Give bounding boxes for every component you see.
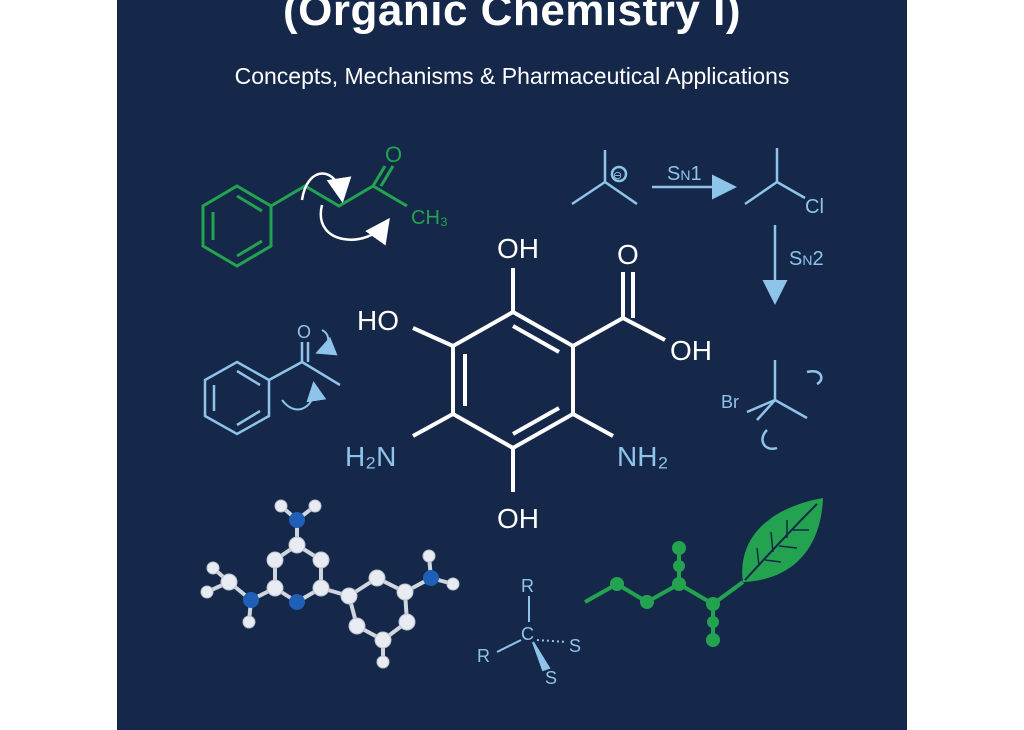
r-top-label: R <box>521 576 534 596</box>
sn1-s: S <box>667 163 680 185</box>
curved-arrow-bottom <box>319 204 390 246</box>
green-chain-structure <box>584 541 745 647</box>
h2n-left-label: H₂N <box>345 441 396 472</box>
sn1-n: N <box>680 167 690 183</box>
oh-acid-label: OH <box>670 335 712 366</box>
nh2-right-label: NH₂ <box>617 441 668 472</box>
leaf-icon <box>742 498 823 582</box>
acetophenone-structure <box>203 342 341 436</box>
r-left-label: R <box>477 646 490 666</box>
alkyl-bromide-structure <box>746 360 823 451</box>
c-center-label: C <box>521 624 534 644</box>
sn2-label: SN2 <box>789 248 824 270</box>
sn1-num: 1 <box>690 163 701 185</box>
book-cover: (Organic Chemistry I) Concepts, Mechanis… <box>117 0 907 730</box>
central-molecule <box>412 268 666 492</box>
bromide-label: Br <box>721 392 739 412</box>
acetophenone-oxygen: O <box>297 322 311 342</box>
carbanion-charge: ⊖ <box>613 170 622 182</box>
ketone-structure <box>201 165 408 268</box>
chemistry-illustration: O CH₃ ⊖ SN1 Cl SN2 <box>200 142 824 688</box>
curved-arrow-acetophenone <box>281 381 327 411</box>
alkyl-chloride-structure <box>744 148 806 206</box>
ho-left-label: HO <box>357 305 399 336</box>
s-bottom-label: S <box>545 668 557 688</box>
carbonyl-oxygen-label: O <box>617 239 639 270</box>
sn1-label: SN1 <box>667 163 702 185</box>
sn2-s: S <box>789 248 802 270</box>
curved-arrow-top <box>300 172 352 203</box>
cover-title: (Organic Chemistry I) <box>283 0 741 35</box>
curved-arrow-carbonyl <box>315 329 338 356</box>
sn2-num: 2 <box>812 248 823 270</box>
ball-and-stick-model <box>200 499 460 669</box>
cover-subtitle: Concepts, Mechanisms & Pharmaceutical Ap… <box>234 63 790 89</box>
carbanion-structure <box>571 150 638 206</box>
oh-bottom-label: OH <box>497 503 539 534</box>
oh-top-label: OH <box>497 233 539 264</box>
s-right-label: S <box>569 636 581 656</box>
stereocenter-structure <box>496 596 568 672</box>
sn2-n: N <box>802 252 812 268</box>
ketone-oxygen-label: O <box>385 142 402 167</box>
chloride-label: Cl <box>805 196 824 218</box>
ketone-ch3-label: CH₃ <box>411 207 448 229</box>
